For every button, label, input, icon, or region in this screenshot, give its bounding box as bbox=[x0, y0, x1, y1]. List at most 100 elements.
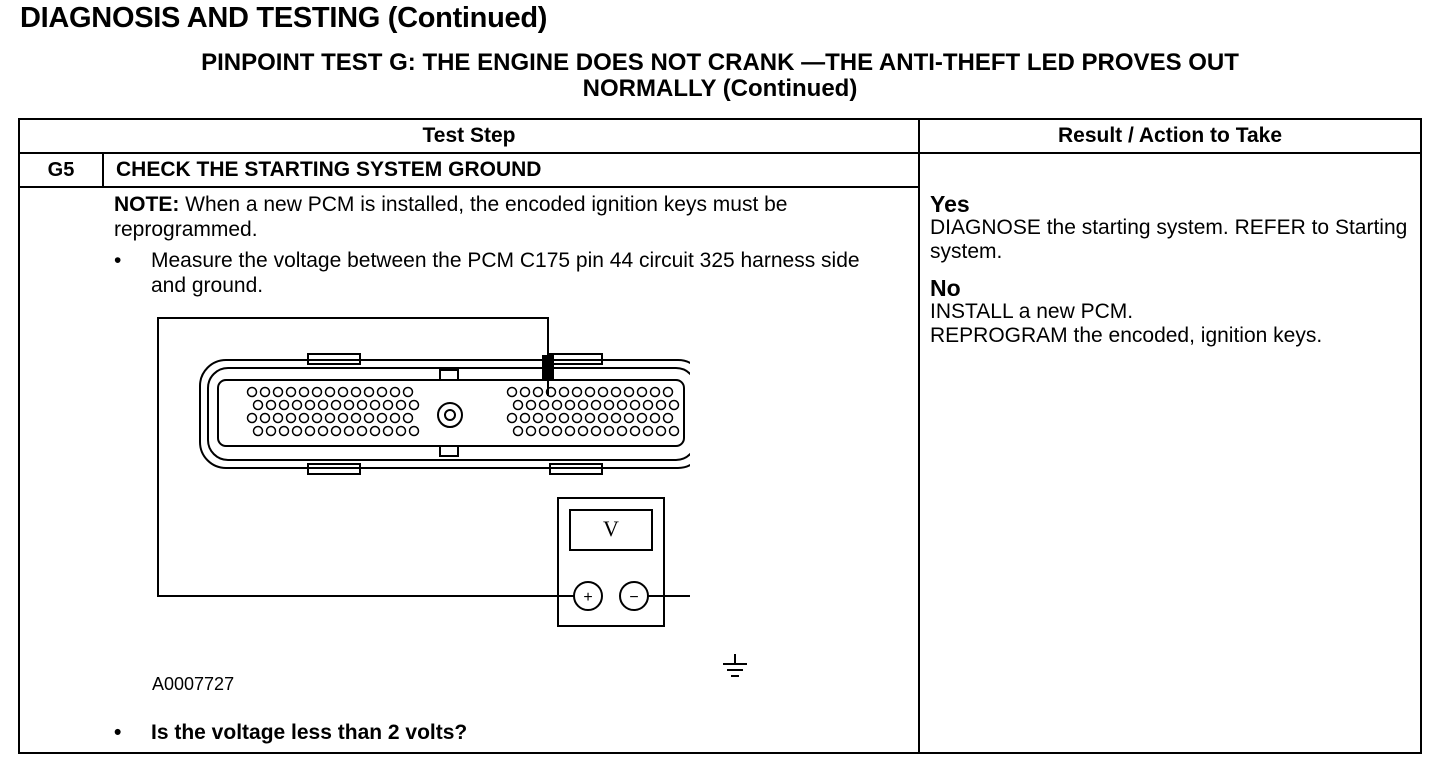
connector-pin bbox=[408, 425, 420, 437]
test-title-line2: NORMALLY (Continued) bbox=[582, 75, 858, 102]
connector-pin bbox=[337, 386, 349, 398]
figure-id: A0007727 bbox=[152, 674, 235, 694]
connector-pin bbox=[610, 412, 622, 424]
connector-pin bbox=[623, 412, 635, 424]
meter-plus-jack bbox=[573, 581, 603, 611]
connector-pin bbox=[597, 386, 609, 398]
connector-pin bbox=[350, 412, 362, 424]
connector-pin bbox=[382, 399, 394, 411]
connector-pin bbox=[350, 386, 362, 398]
connector-pin bbox=[642, 425, 654, 437]
connector-pin bbox=[629, 425, 641, 437]
connector-pin bbox=[564, 425, 576, 437]
voltmeter-display bbox=[569, 509, 653, 551]
ground-lead-wire bbox=[648, 595, 690, 597]
connector-pin bbox=[382, 425, 394, 437]
bullet-dot: • bbox=[114, 249, 122, 272]
connector-pin bbox=[356, 425, 368, 437]
result-yes: Yes DIAGNOSE the starting system. REFER … bbox=[930, 192, 1420, 264]
connector-pin bbox=[259, 386, 271, 398]
connector-pin bbox=[616, 425, 628, 437]
connector-pin bbox=[356, 399, 368, 411]
connector-pin bbox=[616, 399, 628, 411]
connector-pin bbox=[668, 399, 680, 411]
connector-pin bbox=[551, 425, 563, 437]
connector-pin bbox=[395, 399, 407, 411]
connector-pin bbox=[525, 425, 537, 437]
connector-pin bbox=[577, 399, 589, 411]
page-header: DIAGNOSIS AND TESTING (Continued) bbox=[20, 2, 548, 34]
connector-pin bbox=[343, 399, 355, 411]
meter-label: V bbox=[603, 516, 619, 541]
connector-pin bbox=[590, 425, 602, 437]
probe-tip bbox=[542, 355, 554, 379]
no-line1: INSTALL a new PCM. bbox=[930, 300, 1134, 323]
connector-pin bbox=[265, 425, 277, 437]
connector-pin bbox=[389, 412, 401, 424]
connector-pin bbox=[395, 425, 407, 437]
connector-pin bbox=[519, 386, 531, 398]
connector-pin bbox=[272, 386, 284, 398]
connector-pin bbox=[363, 386, 375, 398]
connector-pin bbox=[532, 412, 544, 424]
connector-pin bbox=[525, 399, 537, 411]
connector-pin bbox=[506, 412, 518, 424]
bullet-measure-text: Measure the voltage between the PCM C175… bbox=[151, 249, 860, 297]
connector-pin bbox=[636, 412, 648, 424]
connector-pin bbox=[389, 386, 401, 398]
voltmeter bbox=[557, 497, 665, 627]
connector-pin bbox=[363, 412, 375, 424]
connector-pin bbox=[311, 386, 323, 398]
connector-tab bbox=[549, 463, 603, 475]
connector-pin bbox=[408, 399, 420, 411]
connector-pin bbox=[538, 399, 550, 411]
connector-pin bbox=[512, 399, 524, 411]
connector-pin bbox=[636, 386, 648, 398]
step-name: CHECK THE STARTING SYSTEM GROUND bbox=[102, 152, 920, 188]
question-text: Is the voltage less than 2 volts? bbox=[151, 721, 468, 744]
connector-pin bbox=[252, 425, 264, 437]
step-body: NOTE: When a new PCM is installed, the e… bbox=[18, 186, 920, 754]
connector-pin bbox=[402, 412, 414, 424]
connector-pin bbox=[584, 386, 596, 398]
connector-pins bbox=[246, 386, 680, 437]
connector-pin bbox=[519, 412, 531, 424]
connector-pin bbox=[584, 412, 596, 424]
connector-pin bbox=[597, 412, 609, 424]
connector-pin bbox=[532, 386, 544, 398]
connector-pin bbox=[402, 386, 414, 398]
connector-pin bbox=[278, 425, 290, 437]
connector-pin bbox=[571, 412, 583, 424]
connector-pin bbox=[603, 399, 615, 411]
connector-inner bbox=[207, 367, 690, 461]
no-line2: REPROGRAM the encoded, ignition keys. bbox=[930, 324, 1323, 347]
test-title-line1: PINPOINT TEST G: THE ENGINE DOES NOT CRA… bbox=[201, 49, 1239, 76]
connector-pin bbox=[551, 399, 563, 411]
test-title: PINPOINT TEST G: THE ENGINE DOES NOT CRA… bbox=[80, 50, 1360, 102]
connector-pin bbox=[629, 399, 641, 411]
meter-plus-sign: + bbox=[583, 589, 592, 606]
connector-pin bbox=[623, 386, 635, 398]
connector-pin bbox=[252, 399, 264, 411]
result-no: No INSTALL a new PCM. REPROGRAM the enco… bbox=[930, 276, 1420, 348]
connector-pin bbox=[571, 386, 583, 398]
yes-label: Yes bbox=[930, 191, 970, 217]
connector-pin bbox=[291, 399, 303, 411]
pinpoint-test-table: Test Step Result / Action to Take Yes DI… bbox=[18, 118, 1422, 754]
yes-text: DIAGNOSE the starting system. REFER to S… bbox=[930, 216, 1408, 263]
connector-pin bbox=[369, 399, 381, 411]
connector-outer bbox=[199, 359, 690, 469]
connector-pin bbox=[564, 399, 576, 411]
connector-tab bbox=[307, 353, 361, 365]
step-code: G5 bbox=[18, 152, 104, 188]
pcm-connector-diagram: V + − bbox=[157, 317, 690, 627]
connector-pin bbox=[558, 412, 570, 424]
connector-pin bbox=[610, 386, 622, 398]
note: NOTE: When a new PCM is installed, the e… bbox=[114, 192, 874, 242]
connector-pin bbox=[298, 386, 310, 398]
connector-pin bbox=[545, 412, 557, 424]
key-slot bbox=[439, 445, 459, 457]
connector-pin bbox=[558, 386, 570, 398]
connector-pin bbox=[590, 399, 602, 411]
connector-pin bbox=[304, 425, 316, 437]
